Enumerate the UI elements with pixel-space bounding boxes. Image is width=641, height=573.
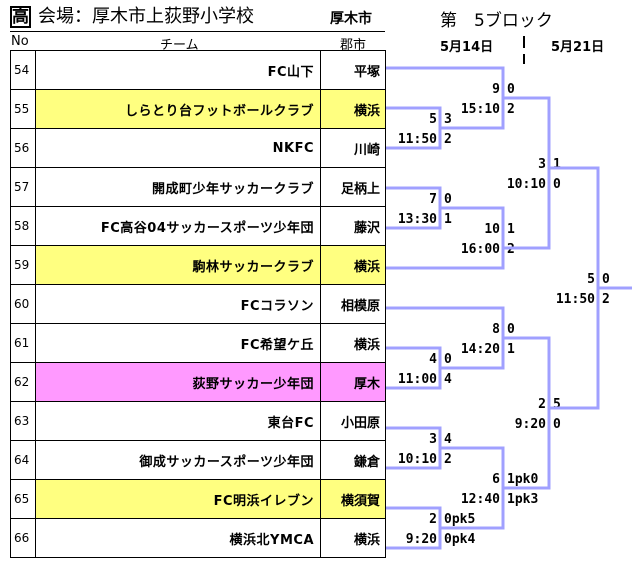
venue-title: 会場：厚木市上荻野小学校: [38, 6, 254, 27]
team-name: FC明浜イレブン: [35, 479, 321, 519]
date-divider-lower: [523, 54, 525, 64]
score-top: 1pk0: [507, 472, 538, 487]
team-city: 小田原: [320, 401, 386, 441]
score-bottom: 2: [507, 102, 515, 117]
score-bottom: 1: [507, 342, 515, 357]
team-city: 横須賀: [320, 479, 386, 519]
score-top: 0: [507, 322, 515, 337]
host-city: 厚木市: [330, 11, 372, 27]
match-number: 4: [429, 352, 437, 367]
match-time: 12:40: [461, 492, 500, 507]
column-header-team: チーム: [160, 38, 199, 53]
score-top: 0: [444, 352, 452, 367]
score-bottom: 2: [444, 452, 452, 467]
column-header-no: No: [11, 34, 29, 49]
match-number: 5: [429, 112, 437, 127]
team-city: 横浜: [320, 89, 386, 129]
team-name: FC高谷04サッカースポーツ少年団: [35, 206, 321, 246]
match-number: 6: [492, 472, 500, 487]
score-bottom: 4: [444, 372, 452, 387]
date-round1: 5月14日: [440, 40, 494, 55]
team-city: 足柄上: [320, 167, 386, 207]
team-city: 相模原: [320, 284, 386, 324]
team-name: 横浜北YMCA: [35, 518, 321, 558]
match-number: 9: [492, 82, 500, 97]
match-time: 13:30: [398, 212, 437, 227]
match-time: 11:00: [398, 372, 437, 387]
match-time: 14:20: [461, 342, 500, 357]
score-top: 4: [444, 432, 452, 447]
match-number: 3: [429, 432, 437, 447]
score-top: 0pk5: [444, 512, 475, 527]
team-number: 66: [10, 518, 36, 558]
team-city: 厚木: [320, 362, 386, 402]
match-number: 2: [538, 397, 546, 412]
column-header-city: 郡市: [340, 38, 367, 53]
match-number: 5: [587, 272, 595, 287]
team-number: 61: [10, 323, 36, 363]
team-name: 荻野サッカー少年団: [35, 362, 321, 402]
team-name: 御成サッカースポーツ少年団: [35, 440, 321, 480]
match-number: 8: [492, 322, 500, 337]
bracket-line: [386, 206, 505, 270]
match-time: 11:50: [398, 132, 437, 147]
bracket-line: [503, 336, 551, 490]
score-bottom: 0: [553, 417, 561, 432]
team-number: 57: [10, 167, 36, 207]
score-top: 0: [507, 82, 515, 97]
team-name: FCコラソン: [35, 284, 321, 324]
category-badge: 高: [10, 6, 31, 28]
date-divider: [523, 36, 525, 48]
score-bottom: 1pk3: [507, 492, 538, 507]
score-top: 0: [602, 272, 610, 287]
match-number: 7: [429, 192, 437, 207]
match-time: 16:00: [461, 242, 500, 257]
match-number: 3: [538, 157, 546, 172]
score-top: 1: [507, 222, 515, 237]
match-number: 10: [484, 222, 500, 237]
match-time: 11:50: [556, 292, 595, 307]
team-number: 55: [10, 89, 36, 129]
match-time: 10:10: [398, 452, 437, 467]
match-time: 9:20: [406, 532, 437, 547]
team-name: NKFC: [35, 128, 321, 168]
bracket-line: [549, 166, 600, 410]
match-time: 9:20: [515, 417, 546, 432]
block-title: 第 5ブロック: [440, 11, 553, 31]
team-name: 開成町少年サッカークラブ: [35, 167, 321, 207]
title-underline: [10, 31, 385, 32]
score-top: 5: [553, 397, 561, 412]
score-bottom: 2: [602, 292, 610, 307]
match-number: 2: [429, 512, 437, 527]
score-bottom: 0: [553, 177, 561, 192]
score-bottom: 2: [444, 132, 452, 147]
bracket-line: [503, 96, 551, 250]
team-number: 59: [10, 245, 36, 285]
score-bottom: 1: [444, 212, 452, 227]
match-time: 10:10: [507, 177, 546, 192]
team-name: しらとり台フットボールクラブ: [35, 89, 321, 129]
score-top: 0: [444, 192, 452, 207]
date-round2: 5月21日: [551, 40, 605, 55]
score-bottom: 0pk4: [444, 532, 475, 547]
score-top: 3: [444, 112, 452, 127]
team-city: 横浜: [320, 518, 386, 558]
match-time: 15:10: [461, 102, 500, 117]
team-number: 64: [10, 440, 36, 480]
score-top: 1: [553, 157, 561, 172]
